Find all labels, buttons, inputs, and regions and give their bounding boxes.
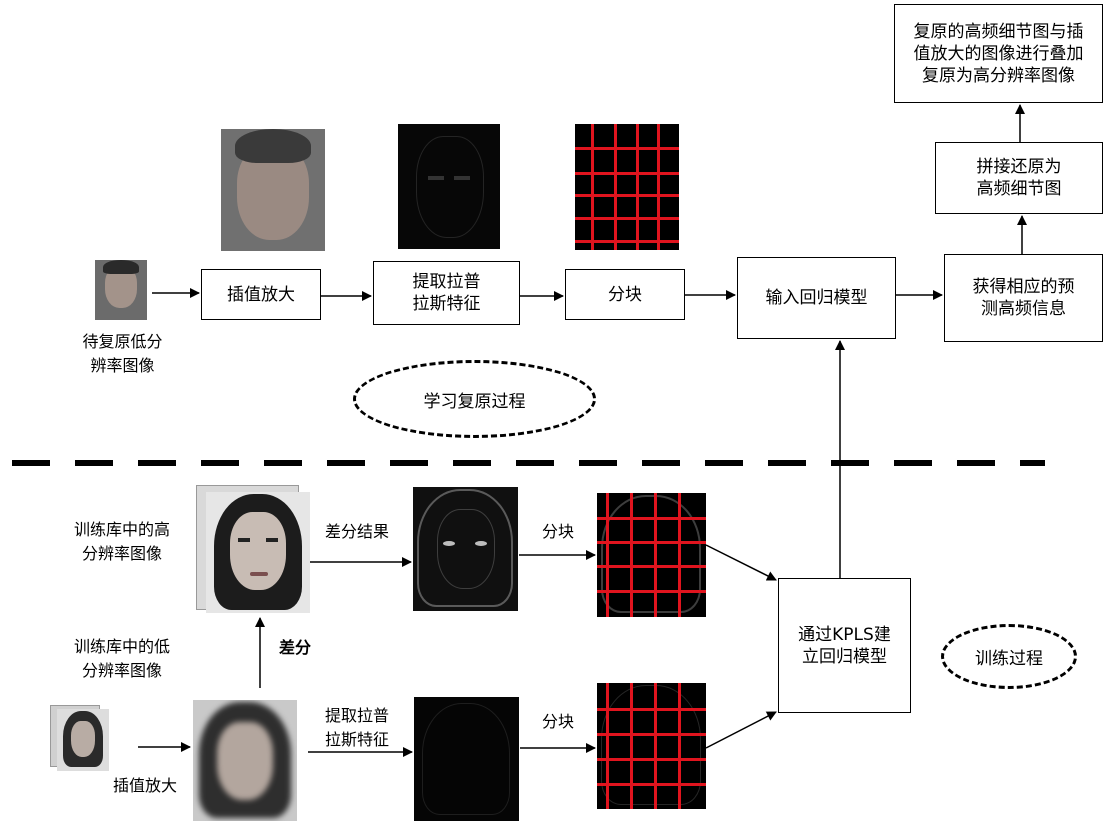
low-res-input-image [95,260,147,320]
lr-interpolated-image [193,700,297,821]
low-res-input-caption: 待复原低分 辨率图像 [82,332,163,375]
lr-laplacian-image [414,697,519,821]
training-process-ellipse: 训练过程 [941,624,1077,689]
training-process-label: 训练过程 [975,649,1043,669]
hr-training-caption: 训练库中的高 分辨率图像 [73,520,170,563]
lr-block-grid-image [597,683,706,809]
diff-result-label: 差分结果 [324,522,389,541]
arrow-block-to-kpls-upper [705,544,777,581]
restoration-process-ellipse: 学习复原过程 [353,360,596,438]
kpls-regression-box: 通过KPLS建 立回归模型 [778,578,911,713]
lr-training-image [57,709,109,771]
laplacian-feature-image [398,124,500,249]
top-block-grid-image [575,124,679,250]
stitch-box: 拼接还原为 高频细节图 [935,142,1103,214]
restoration-process-label: 学习复原过程 [423,391,526,412]
predict-box: 获得相应的预 测高频信息 [944,254,1103,342]
block-box: 分块 [565,269,685,320]
interpolated-face-image [221,129,325,251]
block-label-upper: 分块 [541,522,574,541]
hr-block-grid-image [597,493,706,617]
regression-input-box: 输入回归模型 [737,257,896,339]
hr-training-image [206,492,310,613]
interpolate-label: 插值放大 [112,776,177,795]
final-output-box: 复原的高频细节图与插 值放大的图像进行叠加 复原为高分辨率图像 [894,4,1103,103]
arrow-block-to-kpls-lower [705,711,777,749]
block-label-lower: 分块 [541,712,574,731]
lr-training-caption: 训练库中的低 分辨率图像 [73,637,170,680]
interpolate-box: 插值放大 [201,269,321,320]
extract-feature-label: 提取拉普 拉斯特征 [324,706,389,749]
extract-feature-box: 提取拉普 拉斯特征 [373,261,520,325]
diff-label: 差分 [278,638,311,657]
difference-result-image [413,487,518,611]
